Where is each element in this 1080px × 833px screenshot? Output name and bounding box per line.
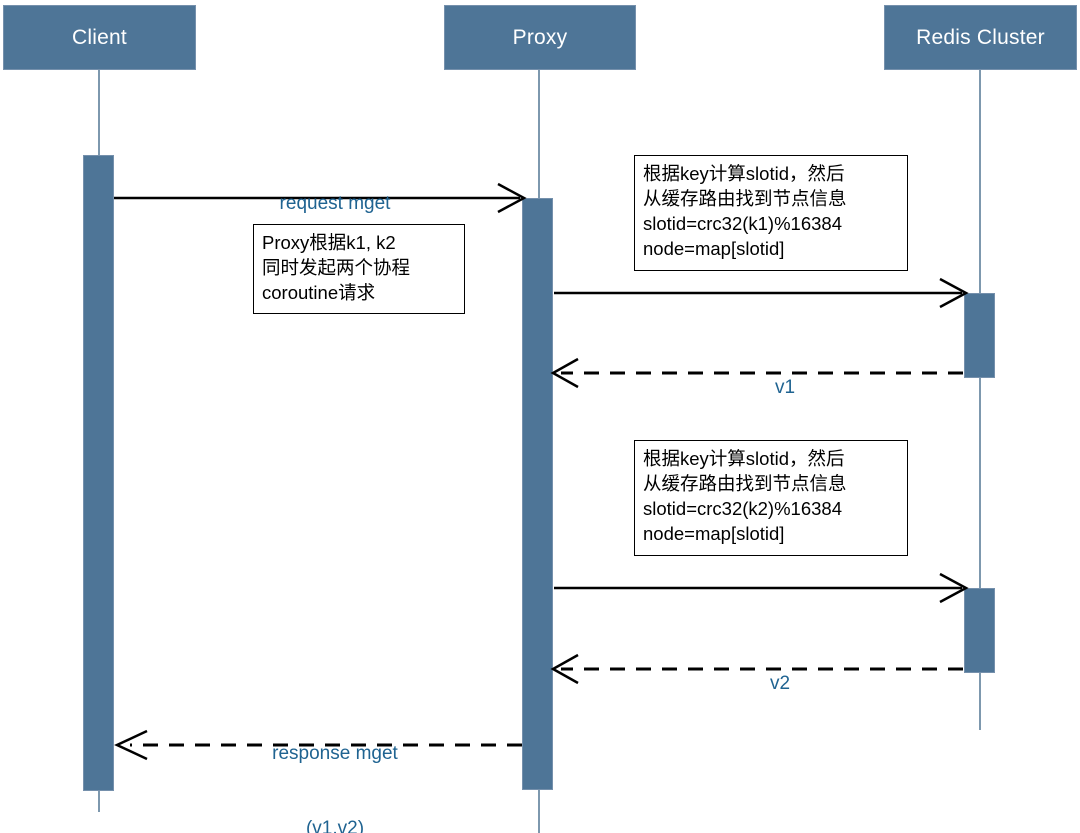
activation-bar-redis-first	[964, 293, 995, 378]
message-label-response-mget-line1: response mget	[272, 743, 398, 764]
activation-bar-proxy	[522, 198, 553, 790]
participant-label-proxy: Proxy	[512, 25, 568, 49]
lifeline-redis	[979, 70, 981, 730]
message-label-v2: v2	[595, 621, 965, 746]
arrow-proxy-to-redis-k2	[554, 572, 969, 604]
message-label-v1-line1: v1	[774, 377, 796, 398]
message-label-response-mget: response mget (v1,v2)	[145, 691, 525, 833]
participant-label-client: Client	[72, 25, 127, 49]
participant-header-redis[interactable]: Redis Cluster	[884, 5, 1077, 70]
arrow-proxy-to-redis-k1	[554, 277, 969, 309]
message-label-request-mget-line1: request mget	[279, 193, 391, 214]
note-proxy-coroutine: Proxy根据k1, k2 同时发起两个协程 coroutine请求	[253, 224, 465, 314]
message-label-v1: v1	[600, 325, 970, 450]
message-label-response-mget-line2: (v1,v2)	[305, 818, 365, 833]
activation-bar-client	[83, 155, 114, 791]
message-label-v2-line1: v2	[769, 673, 791, 694]
participant-header-client[interactable]: Client	[3, 5, 196, 70]
participant-label-redis: Redis Cluster	[916, 25, 1045, 49]
note-slotid-k1: 根据key计算slotid，然后 从缓存路由找到节点信息 slotid=crc3…	[634, 155, 908, 271]
note-slotid-k2: 根据key计算slotid，然后 从缓存路由找到节点信息 slotid=crc3…	[634, 440, 908, 556]
activation-bar-redis-second	[964, 588, 995, 673]
participant-header-proxy[interactable]: Proxy	[444, 5, 636, 70]
